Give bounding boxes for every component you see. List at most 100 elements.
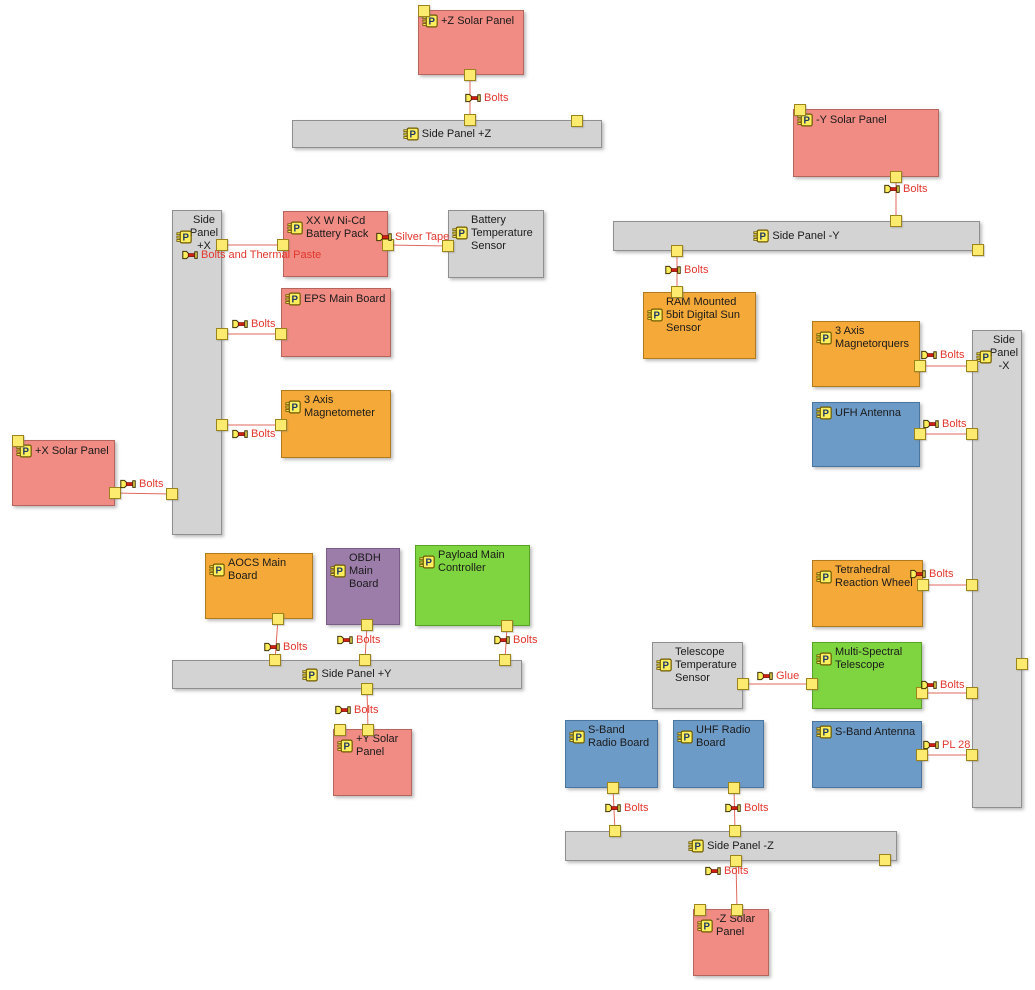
port[interactable] (607, 782, 619, 794)
port[interactable] (966, 687, 978, 699)
port[interactable] (499, 654, 511, 666)
link-label[interactable]: Bolts (232, 318, 275, 330)
link-label[interactable]: Bolts (494, 634, 537, 646)
link-label[interactable]: Bolts (923, 418, 966, 430)
port[interactable] (269, 654, 281, 666)
link-aocs-bolts[interactable] (274, 618, 279, 661)
port[interactable] (966, 428, 978, 440)
link-px-solar-bolts[interactable] (114, 492, 173, 495)
link-label[interactable]: Bolts (465, 92, 508, 104)
link-label[interactable]: Bolts (910, 568, 953, 580)
port[interactable] (914, 360, 926, 372)
node-solar-panel-plus-z[interactable]: +Z Solar Panel (418, 10, 524, 75)
port[interactable] (216, 239, 228, 251)
node-eps-main-board[interactable]: EPS Main Board (281, 288, 391, 357)
port[interactable] (966, 579, 978, 591)
link-py-solar-bolts[interactable] (366, 688, 369, 731)
link-label[interactable]: PL 28 (923, 739, 970, 751)
port[interactable] (382, 239, 394, 251)
node-side-panel-plus-z[interactable]: Side Panel +Z (292, 120, 602, 148)
link-label[interactable]: Bolts (232, 428, 275, 440)
port[interactable] (361, 683, 373, 695)
link-label[interactable]: Bolts (705, 865, 748, 877)
port[interactable] (275, 328, 287, 340)
port[interactable] (464, 69, 476, 81)
port[interactable] (166, 488, 178, 500)
node-solar-panel-plus-y[interactable]: +Y Solar Panel (333, 729, 412, 796)
port[interactable] (730, 855, 742, 867)
link-label[interactable]: Bolts (337, 634, 380, 646)
link-label[interactable]: Bolts (725, 802, 768, 814)
port[interactable] (216, 419, 228, 431)
link-label[interactable]: Bolts and Thermal Paste (182, 249, 321, 261)
link-label[interactable]: Bolts (335, 704, 378, 716)
node-multi-spectral-telescope[interactable]: Multi-Spectral Telescope (812, 642, 922, 709)
port[interactable] (916, 749, 928, 761)
port[interactable] (418, 5, 430, 17)
port[interactable] (361, 619, 373, 631)
port[interactable] (362, 724, 374, 736)
port[interactable] (794, 104, 806, 116)
port[interactable] (12, 435, 24, 447)
port[interactable] (729, 825, 741, 837)
port[interactable] (890, 171, 902, 183)
port[interactable] (277, 239, 289, 251)
node-aocs-main-board[interactable]: AOCS Main Board (205, 553, 313, 619)
node-side-panel-minus-x[interactable]: Side Panel -X (972, 330, 1022, 808)
node-solar-panel-minus-y[interactable]: -Y Solar Panel (793, 109, 939, 177)
port[interactable] (216, 328, 228, 340)
link-battery-tape[interactable] (387, 244, 449, 247)
port[interactable] (806, 678, 818, 690)
node-uhf-radio-board[interactable]: UHF Radio Board (673, 720, 764, 788)
port[interactable] (737, 678, 749, 690)
port[interactable] (442, 240, 454, 252)
node-solar-panel-plus-x[interactable]: +X Solar Panel (12, 440, 115, 506)
port[interactable] (109, 487, 121, 499)
link-mz-solar-bolts[interactable] (735, 860, 738, 911)
node-side-panel-plus-y[interactable]: Side Panel +Y (172, 660, 522, 689)
port[interactable] (728, 782, 740, 794)
port[interactable] (671, 286, 683, 298)
port[interactable] (966, 360, 978, 372)
node-solar-panel-minus-z[interactable]: -Z Solar Panel (693, 909, 769, 976)
node-side-panel-minus-y[interactable]: Side Panel -Y (613, 221, 980, 251)
node-ufh-antenna[interactable]: UFH Antenna (812, 402, 920, 467)
port[interactable] (334, 724, 346, 736)
port[interactable] (501, 620, 513, 632)
link-label[interactable]: Glue (757, 670, 799, 682)
port[interactable] (890, 215, 902, 227)
port[interactable] (359, 654, 371, 666)
port[interactable] (1016, 658, 1028, 670)
port[interactable] (609, 825, 621, 837)
node-magnetorquers[interactable]: 3 Axis Magnetorquers (812, 321, 920, 387)
port[interactable] (879, 854, 891, 866)
link-label[interactable]: Bolts (665, 264, 708, 276)
port[interactable] (694, 904, 706, 916)
node-telescope-temperature-sensor[interactable]: Telescope Temperature Sensor (652, 642, 743, 709)
port[interactable] (917, 579, 929, 591)
link-label[interactable]: Silver Tape (376, 231, 449, 243)
port[interactable] (914, 428, 926, 440)
port[interactable] (731, 904, 743, 916)
node-battery-pack[interactable]: XX W Ni-Cd Battery Pack (283, 211, 388, 277)
port[interactable] (571, 115, 583, 127)
node-obdh-main-board[interactable]: OBDH Main Board (326, 548, 400, 625)
node-reaction-wheel[interactable]: Tetrahedral Reaction Wheel (812, 560, 923, 627)
node-battery-temperature-sensor[interactable]: Battery Temperature Sensor (448, 210, 544, 278)
port[interactable] (272, 613, 284, 625)
node-sband-radio-board[interactable]: S-Band Radio Board (565, 720, 658, 788)
node-payload-main-controller[interactable]: Payload Main Controller (415, 545, 530, 626)
port[interactable] (972, 244, 984, 256)
link-label[interactable]: Bolts (264, 641, 307, 653)
link-label[interactable]: Bolts (605, 802, 648, 814)
node-ram-sun-sensor[interactable]: RAM Mounted 5bit Digital Sun Sensor (643, 292, 756, 359)
link-label[interactable]: Bolts (120, 478, 163, 490)
port[interactable] (966, 749, 978, 761)
port[interactable] (275, 419, 287, 431)
link-label[interactable]: Bolts (921, 349, 964, 361)
node-sband-antenna[interactable]: S-Band Antenna (812, 721, 922, 788)
link-label[interactable]: Bolts (921, 679, 964, 691)
port[interactable] (464, 114, 476, 126)
link-label[interactable]: Bolts (884, 183, 927, 195)
node-side-panel-plus-x[interactable]: Side Panel +X (172, 210, 222, 535)
